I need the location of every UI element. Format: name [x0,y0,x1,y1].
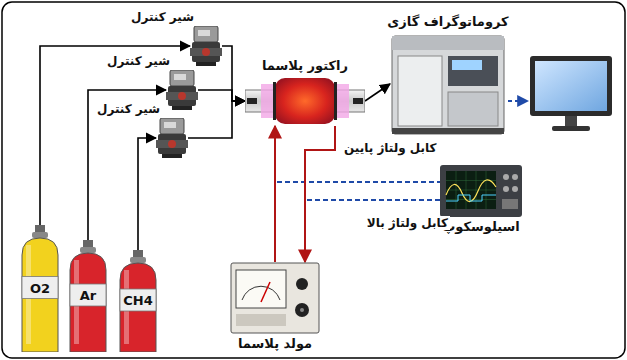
gas-chromatograph: کروماتوگراف گازی [390,32,506,136]
computer-icon [530,56,612,131]
node-label: شیر کنترل [97,102,160,116]
control-valve: شیر کنترل [166,70,198,110]
node-label: شیر کنترل [131,10,194,24]
gas-line [88,90,166,240]
shape-art [156,118,188,158]
plasma-reactor: راکتور پلاسما [245,76,365,126]
gas-line [222,46,245,101]
control-valve: شیر کنترل [156,118,188,158]
shape-art [166,70,198,110]
data-line [508,100,528,102]
gas-cylinder: O2 [18,225,62,352]
node-label: شیر کنترل [107,54,170,68]
node-label: مولد پلاسما [238,336,312,352]
power-cable [274,126,276,262]
shape-art [230,262,320,334]
cable-label: کابل ولتاژ پایین [342,141,439,155]
node-label: راکتور پلاسما [262,58,348,74]
node-label: اسیلوسکوپ [442,219,520,235]
power-cable [305,126,335,262]
cylinder-label: O2 [30,281,50,297]
gas-cylinder: Ar [66,240,110,352]
gas-line [138,138,156,250]
shape-art [390,32,506,136]
oscilloscope: اسیلوسکوپ [440,165,522,217]
shape-art [245,76,365,126]
node-label: کروماتوگراف گازی [387,14,508,30]
probe-line [277,181,440,183]
shape-art [190,26,222,66]
cylinder-label: Ar [80,288,96,304]
gas-line [365,84,390,101]
cable-label: کابل ولتاژ بالا [365,216,450,230]
plasma-generator: مولد پلاسما [230,262,320,334]
gas-line [198,90,245,101]
gas-line [188,101,245,138]
gas-cylinder: CH4 [116,250,160,352]
probe-line [307,199,440,201]
gas-line [40,46,190,225]
cylinder-label: CH4 [123,293,152,309]
control-valve: شیر کنترل [190,26,222,66]
shape-art [440,165,522,217]
